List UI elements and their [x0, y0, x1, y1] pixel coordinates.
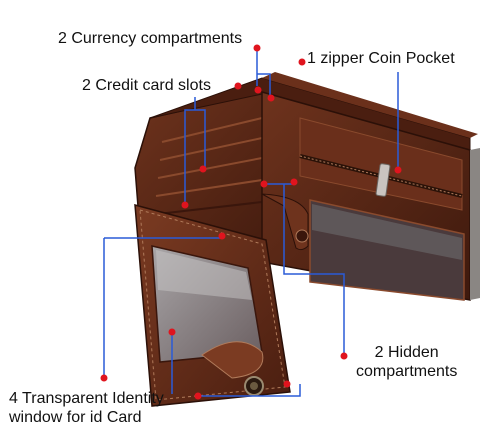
callout-lines	[103, 48, 399, 397]
callout-line-credit	[184, 97, 206, 205]
front-flap	[134, 203, 291, 407]
currency-compartments	[149, 72, 478, 153]
label-zipper-coin-pocket: 1 zipper Coin Pocket	[307, 50, 455, 67]
callout-line-identity	[103, 237, 301, 397]
label-identity-line1: 4 Transparent Identity	[9, 390, 164, 407]
label-identity-window: 4 Transparent Identity window for id Car…	[9, 389, 164, 427]
label-credit-card-slots: 2 Credit card slots	[82, 77, 211, 94]
callout-line-currency	[256, 48, 271, 96]
label-hidden-line1: 2 Hidden	[374, 344, 439, 361]
snap-strap	[261, 193, 309, 251]
label-currency-compartments: 2 Currency compartments	[58, 30, 243, 47]
label-hidden-line2: compartments	[356, 363, 458, 380]
callout-line-hidden	[264, 183, 345, 356]
label-hidden-compartments: 2 Hidden compartments	[356, 343, 457, 381]
callout-dots	[100, 44, 402, 400]
label-identity-line2: window for id Card	[9, 409, 142, 426]
wallet-right-body	[261, 91, 480, 301]
